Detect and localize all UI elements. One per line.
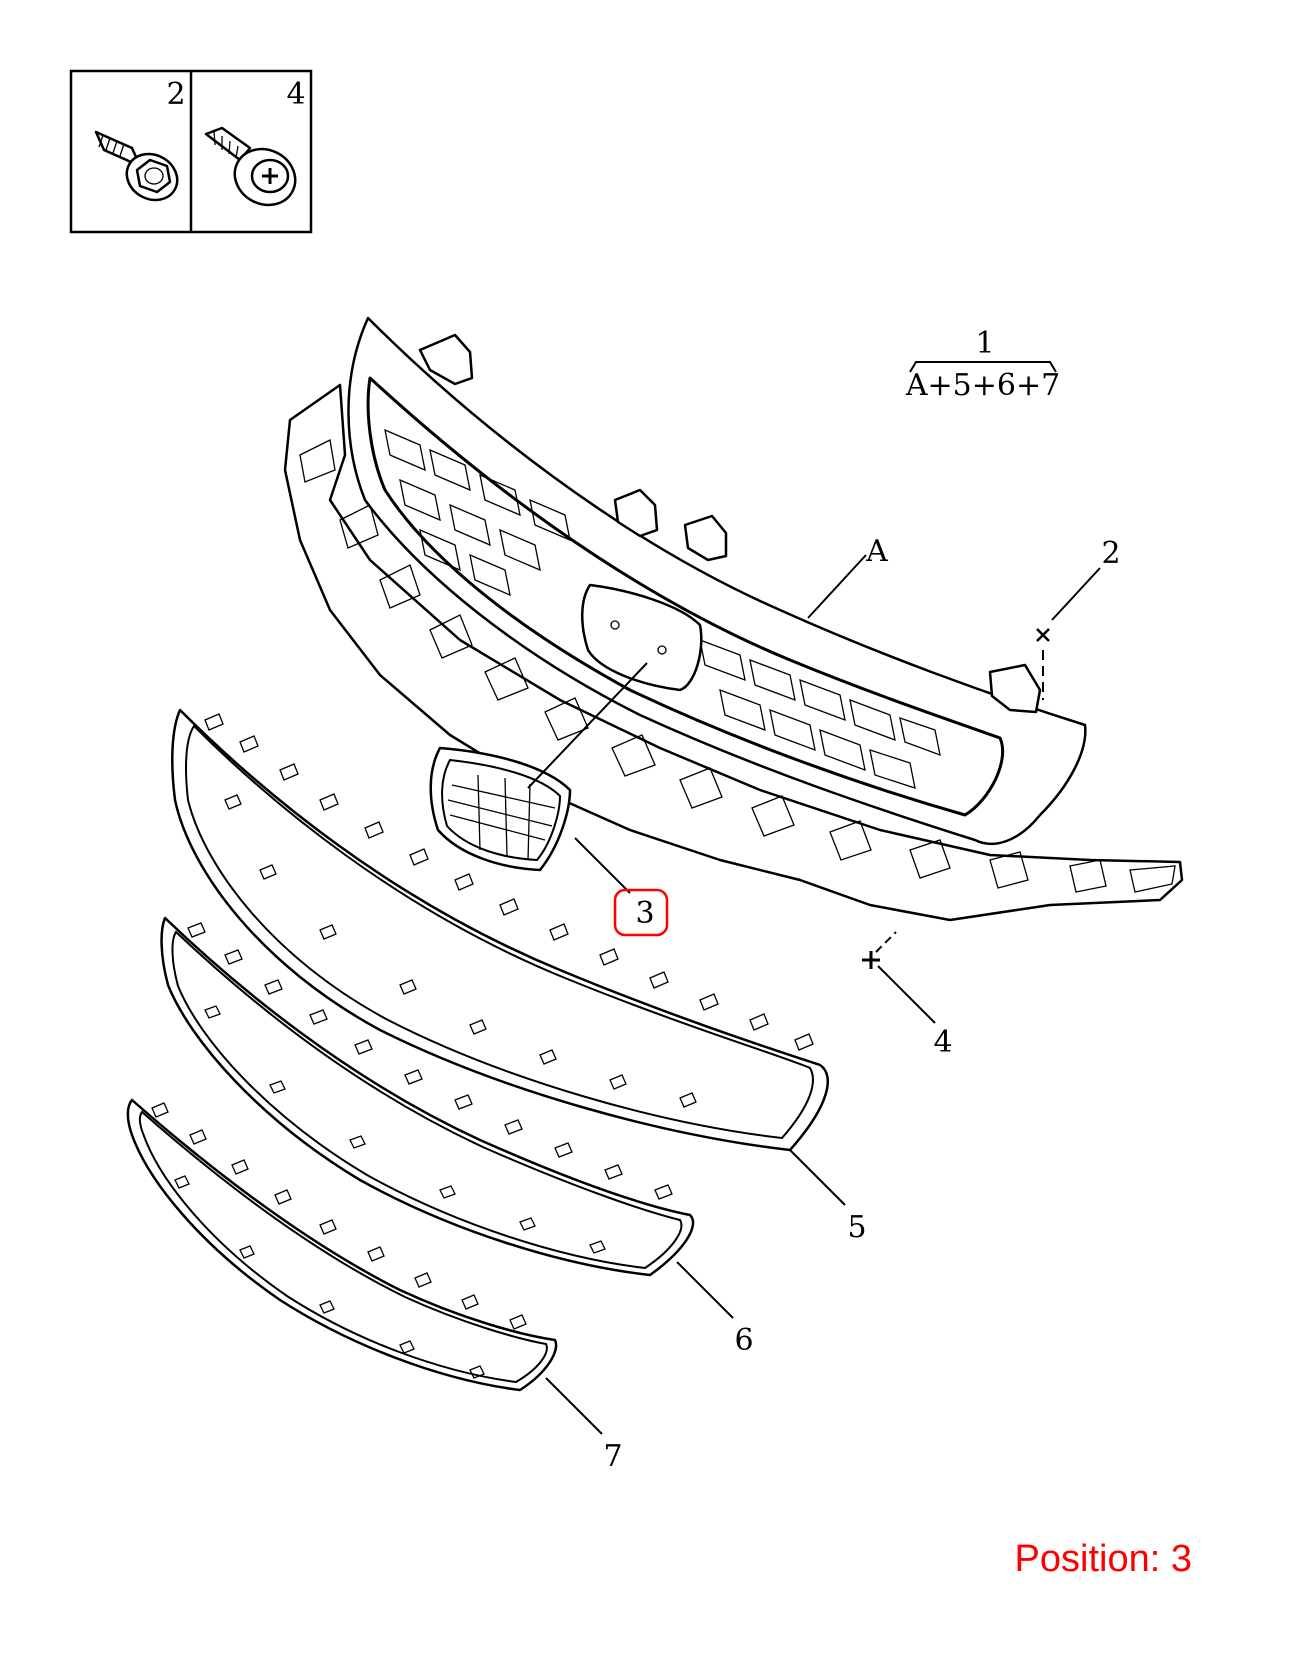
legend-screw-callout: 4 bbox=[286, 77, 305, 112]
grille-emblem bbox=[429, 746, 572, 872]
leader-5 bbox=[789, 1149, 846, 1206]
leader-2 bbox=[1051, 567, 1101, 621]
assembly-callout: 1 bbox=[975, 326, 994, 361]
callout-emblem: 3 bbox=[635, 896, 654, 931]
callout-trim-outer: 5 bbox=[847, 1210, 866, 1245]
callout-trim-inner: 7 bbox=[603, 1439, 622, 1474]
grille-body bbox=[283, 316, 1184, 922]
leader-4 bbox=[877, 965, 936, 1024]
highlight-box bbox=[613, 888, 669, 937]
leader-6 bbox=[676, 1261, 734, 1319]
assembly-composition: A+5+6+7 bbox=[905, 368, 1060, 403]
grille-mesh bbox=[384, 428, 941, 789]
callout-bolt: 2 bbox=[1101, 536, 1120, 571]
callout-trim-middle: 6 bbox=[734, 1323, 753, 1358]
trim-ring-inner bbox=[126, 1098, 558, 1392]
leader-3 bbox=[574, 837, 631, 894]
screw-location-marker bbox=[862, 931, 897, 969]
leader-7 bbox=[545, 1377, 603, 1435]
trim-ring-middle bbox=[160, 916, 695, 1277]
position-label: Position: 3 bbox=[1014, 1538, 1192, 1580]
fastener-legend-box: 2 4 bbox=[69, 69, 313, 234]
leader-A bbox=[807, 554, 867, 619]
tapping-screw-icon bbox=[204, 126, 297, 207]
leader-lines bbox=[527, 554, 1101, 1435]
flange-bolt-icon bbox=[94, 130, 179, 202]
legend-bolt-callout: 2 bbox=[166, 77, 185, 112]
callout-grille-body: A bbox=[865, 534, 888, 569]
assembly-note: 1 A+5+6+7 bbox=[905, 326, 1060, 403]
bolt-location-marker bbox=[1036, 628, 1050, 700]
leader-3-upper bbox=[527, 662, 648, 789]
callout-screw: 4 bbox=[933, 1025, 952, 1060]
